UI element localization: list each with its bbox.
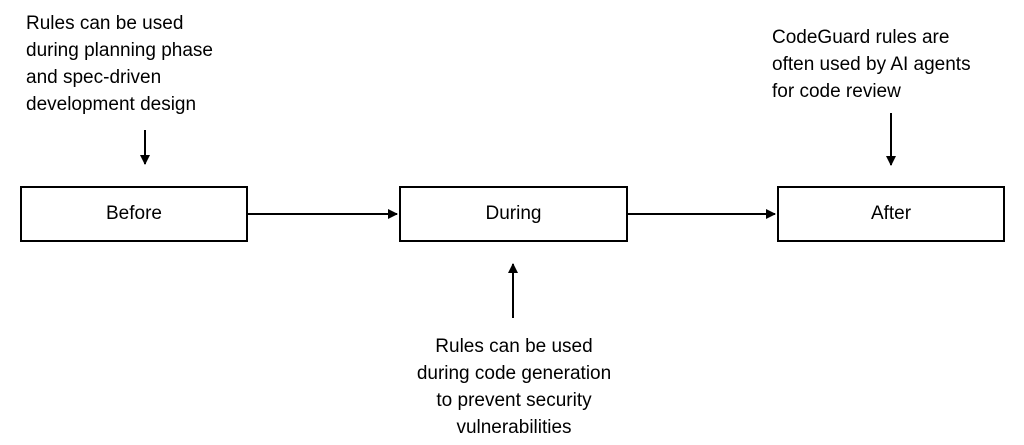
note-during-line: during code generation [416,363,612,384]
stage-during-box: During [399,186,628,242]
stage-during-label: During [485,203,542,224]
stage-after-label: After [870,203,912,224]
stage-after-box: After [777,186,1005,242]
note-during-line: vulnerabilities [456,417,572,438]
note-after: CodeGuard rules are often used by AI age… [772,24,971,105]
note-before-line: during planning phase [26,40,213,61]
stage-before-box: Before [20,186,248,242]
note-after-line: often used by AI agents [772,54,971,75]
stage-before-label: Before [106,203,162,224]
note-before-line: and spec-driven [26,67,162,88]
note-after-line: for code review [772,81,901,102]
note-during-line: Rules can be used [435,336,593,357]
note-before: Rules can be used during planning phase … [26,10,213,118]
note-after-line: CodeGuard rules are [772,27,950,48]
note-before-line: Rules can be used [26,13,184,34]
note-during: Rules can be used during code generation… [364,333,664,441]
note-before-line: development design [26,94,197,115]
note-during-line: to prevent security [436,390,592,411]
